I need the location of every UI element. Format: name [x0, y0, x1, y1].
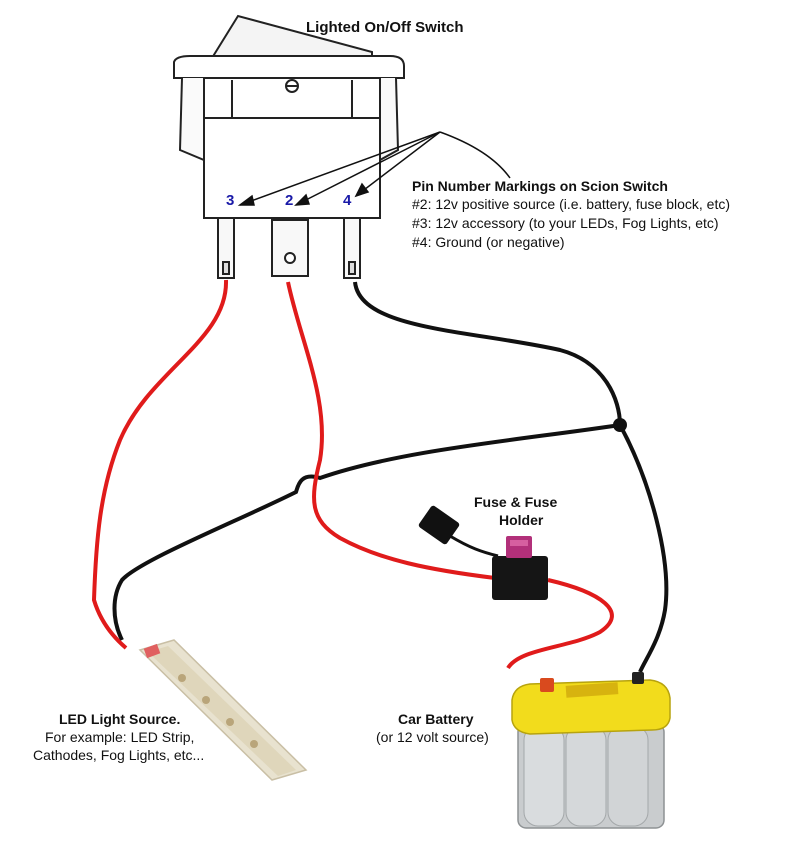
pin-3-description: #3: 12v accessory (to your LEDs, Fog Lig… [412, 215, 719, 231]
fuse-cap [418, 505, 460, 545]
car-battery [511, 672, 671, 829]
pin-markings-title: Pin Number Markings on Scion Switch [412, 178, 668, 194]
ground-wire-battery [618, 424, 669, 673]
led-example-line2: Cathodes, Fog Lights, etc... [33, 747, 205, 763]
pin-pointer-lines [237, 131, 511, 206]
fuse-element [506, 536, 532, 558]
battery-title: Car Battery [398, 711, 474, 727]
pin-number-4: 4 [343, 192, 352, 209]
battery-top [511, 679, 671, 735]
positive-wire-battery [506, 578, 614, 670]
switch-bezel [173, 55, 405, 79]
fuse-holder [418, 505, 548, 600]
pin-number-3: 3 [226, 192, 235, 209]
positive-terminal [540, 678, 554, 692]
positive-wire-switch [286, 281, 496, 580]
terminal-2 [271, 219, 309, 277]
led-example-line1: For example: LED Strip, [45, 729, 195, 745]
ground-wire-switch [353, 281, 622, 426]
accessory-wire [91, 279, 229, 650]
ground-junction [613, 418, 627, 432]
negative-terminal [632, 672, 644, 684]
ground-wire-led [112, 423, 621, 641]
fuse-body [492, 556, 548, 600]
led-strip [138, 639, 308, 781]
rocker-switch [173, 14, 405, 279]
fuse-label-line1: Fuse & Fuse [474, 494, 558, 510]
battery-subtitle: (or 12 volt source) [376, 729, 489, 745]
fuse-label-line2: Holder [499, 512, 544, 528]
led-title: LED Light Source. [59, 711, 181, 727]
pin-4-description: #4: Ground (or negative) [412, 234, 565, 250]
pin-number-2: 2 [285, 192, 294, 209]
switch-body [203, 77, 381, 219]
switch-title: Lighted On/Off Switch [306, 19, 464, 36]
pin-2-description: #2: 12v positive source (i.e. battery, f… [412, 196, 731, 212]
battery-label [565, 682, 619, 698]
